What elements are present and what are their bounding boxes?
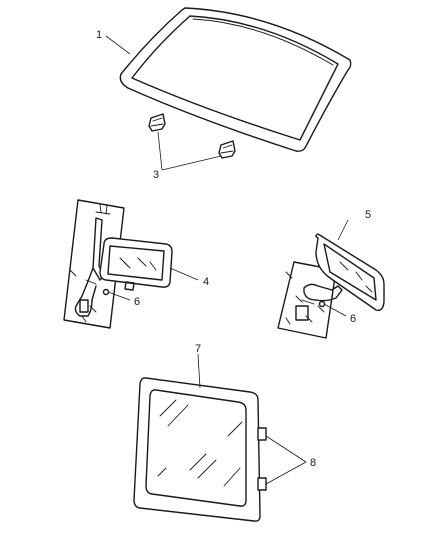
windshield-clip-left [148, 113, 166, 132]
glass-retainer-lower [257, 477, 267, 491]
callout-labels: 1 3 4 6 5 6 7 8 [96, 29, 371, 469]
callout-6-left: 6 [134, 296, 140, 308]
glass-retainer-upper [257, 427, 267, 441]
callout-3: 3 [153, 169, 159, 181]
windshield [119, 7, 352, 152]
side-glass [133, 377, 261, 522]
callout-8: 8 [310, 457, 316, 469]
callout-6-right: 6 [350, 313, 356, 325]
callout-7: 7 [195, 343, 201, 355]
callout-5: 5 [365, 209, 371, 221]
callout-1: 1 [96, 29, 102, 41]
windshield-clip-right [218, 140, 236, 159]
rearview-mirror-left [99, 237, 173, 291]
leader-lines [105, 35, 349, 485]
rearview-mirror-right [315, 233, 385, 312]
mirror-arm-right [295, 283, 343, 321]
callout-4: 4 [203, 276, 209, 288]
